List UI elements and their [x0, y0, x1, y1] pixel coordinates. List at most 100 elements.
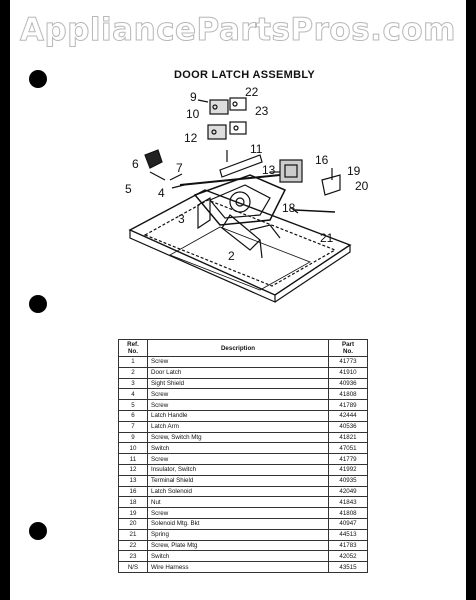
- callout-22: 22: [245, 85, 259, 99]
- description-cell: Latch Solenoid: [147, 485, 329, 498]
- part-number-cell: 41910: [328, 366, 368, 379]
- description-cell: Switch: [147, 550, 329, 563]
- col-ref-header: Ref.No.: [118, 339, 148, 357]
- ref-cell: N/S: [118, 561, 148, 573]
- description-cell: Terminal Shield: [147, 474, 329, 487]
- part-number-cell: 42052: [328, 550, 368, 563]
- description-cell: Spring: [147, 528, 329, 541]
- description-cell: Door Latch: [147, 366, 329, 379]
- ref-cell: 9: [118, 431, 148, 444]
- col-description-header: Description: [147, 339, 329, 357]
- part-number-cell: 40936: [328, 377, 368, 390]
- ref-cell: 4: [118, 388, 148, 401]
- callout-18: 18: [282, 201, 296, 215]
- description-cell: Latch Arm: [147, 420, 329, 433]
- description-cell: Nut: [147, 496, 329, 509]
- part-number-cell: 40947: [328, 517, 368, 530]
- watermark: AppliancePartsPros.com: [20, 12, 456, 49]
- callout-12: 12: [184, 131, 198, 145]
- callout-2: 2: [228, 249, 235, 263]
- callout-11: 11: [250, 142, 263, 156]
- ref-cell: 1: [118, 356, 148, 368]
- exploded-parts-diagram: 9 22 10 23 12 11 6 7 13 16 19 5 4 20 3 1…: [125, 85, 369, 303]
- description-cell: Screw: [147, 388, 329, 401]
- ref-cell: 23: [118, 550, 148, 563]
- description-cell: Wire Harness: [147, 561, 329, 573]
- part-number-cell: 42444: [328, 409, 368, 422]
- part-number-cell: 47051: [328, 442, 368, 455]
- callout-19: 19: [347, 164, 361, 178]
- part-number-cell: 41808: [328, 388, 368, 401]
- callout-5: 5: [125, 182, 132, 196]
- callout-7: 7: [176, 161, 183, 175]
- part-number-cell: 41808: [328, 507, 368, 519]
- description-cell: Solenoid Mtg. Bkt: [147, 517, 329, 530]
- ref-cell: 18: [118, 496, 148, 509]
- part-number-cell: 41789: [328, 399, 368, 411]
- ref-cell: 7: [118, 420, 148, 433]
- description-cell: Sight Shield: [147, 377, 329, 390]
- callout-4: 4: [158, 186, 165, 200]
- ref-cell: 20: [118, 517, 148, 530]
- callout-6: 6: [132, 157, 139, 171]
- description-cell: Screw: [147, 356, 329, 368]
- ref-cell: 11: [118, 453, 148, 465]
- ref-cell: 21: [118, 528, 148, 541]
- callout-20: 20: [355, 179, 369, 193]
- punch-hole-middle: [29, 295, 47, 313]
- part-number-cell: 41779: [328, 453, 368, 465]
- part-number-cell: 43515: [328, 561, 368, 573]
- ref-cell: 6: [118, 409, 148, 422]
- description-cell: Screw, Switch Mtg: [147, 431, 329, 444]
- ref-cell: 3: [118, 377, 148, 390]
- callout-16: 16: [315, 153, 329, 167]
- ref-cell: 5: [118, 399, 148, 411]
- part-number-cell: 44513: [328, 528, 368, 541]
- ref-cell: 22: [118, 539, 148, 552]
- document-page: AppliancePartsPros.com DOOR LATCH ASSEMB…: [10, 0, 466, 600]
- callout-10: 10: [186, 107, 200, 121]
- description-cell: Screw: [147, 507, 329, 519]
- callout-21: 21: [320, 231, 334, 245]
- part-number-cell: 41773: [328, 356, 368, 368]
- callout-23: 23: [255, 104, 269, 118]
- description-cell: Latch Handle: [147, 409, 329, 422]
- ref-cell: 12: [118, 463, 148, 476]
- part-number-cell: 41821: [328, 431, 368, 444]
- description-cell: Switch: [147, 442, 329, 455]
- description-cell: Screw: [147, 399, 329, 411]
- callout-labels: 9 22 10 23 12 11 6 7 13 16 19 5 4 20 3 1…: [125, 85, 369, 263]
- description-cell: Insulator, Switch: [147, 463, 329, 476]
- description-cell: Screw, Plate Mtg: [147, 539, 329, 552]
- part-number-cell: 41783: [328, 539, 368, 552]
- ref-cell: 2: [118, 366, 148, 379]
- part-number-cell: 41843: [328, 496, 368, 509]
- callout-3: 3: [178, 212, 185, 226]
- ref-cell: 10: [118, 442, 148, 455]
- ref-cell: 13: [118, 474, 148, 487]
- callout-13: 13: [262, 163, 276, 177]
- punch-hole-bottom: [29, 522, 47, 540]
